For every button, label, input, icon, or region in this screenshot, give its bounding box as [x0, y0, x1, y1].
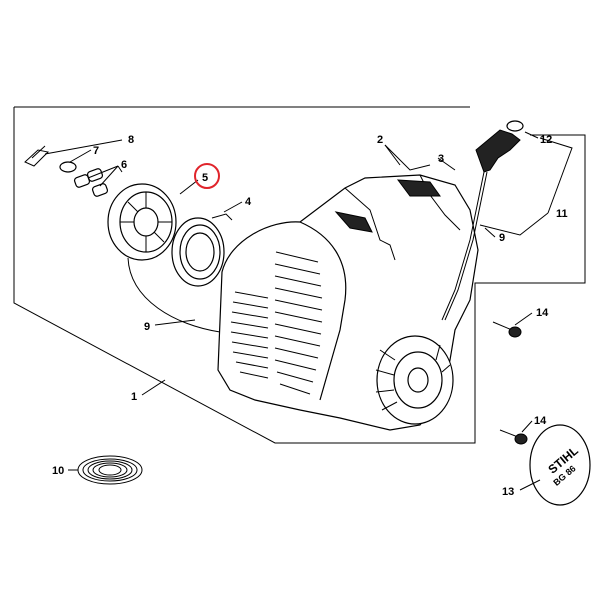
- grip-rope-2: [444, 171, 488, 321]
- label-10: 10: [52, 465, 64, 477]
- screw-part-lower: [499, 429, 528, 445]
- leader-2: [384, 144, 431, 171]
- rope-rotor-part: [107, 183, 177, 261]
- label-14-upper: 14: [536, 307, 549, 319]
- highlight-circle: [194, 163, 220, 189]
- leader-11b: [479, 212, 549, 236]
- housing-vents: [230, 251, 323, 395]
- label-13: 13: [502, 486, 514, 498]
- label-5: 5: [202, 172, 208, 184]
- label-11: 11: [556, 208, 568, 220]
- leader-13: [519, 479, 541, 491]
- leader-11a: [539, 137, 573, 214]
- rewind-spring-part: [77, 455, 143, 485]
- leader-1: [141, 379, 166, 396]
- leader-8: [44, 139, 123, 155]
- leader-6c: [117, 165, 123, 173]
- label-1: 1: [131, 391, 137, 403]
- label-4: 4: [245, 196, 252, 208]
- spring-clip-part: [24, 145, 50, 167]
- leader-12: [524, 131, 539, 139]
- logo-cover-part: STIHL BG 86: [529, 424, 591, 506]
- leader-2b: [384, 144, 401, 166]
- label-9-left: 9: [144, 321, 150, 333]
- label-8: 8: [128, 134, 134, 146]
- label-12: 12: [540, 134, 552, 146]
- leader-4: [223, 201, 243, 213]
- grip-rope: [441, 171, 485, 321]
- leader-14b: [521, 420, 533, 433]
- label-6: 6: [121, 159, 127, 171]
- leader-6b: [99, 165, 119, 187]
- label-9-right: 9: [499, 232, 505, 244]
- leader-3: [437, 157, 456, 171]
- leader-9b: [484, 227, 496, 238]
- leader-7: [69, 149, 92, 163]
- fan-housing-part: [217, 174, 479, 431]
- starter-grip-part: [475, 120, 524, 173]
- assembly-outline: [13, 107, 586, 444]
- label-3: 3: [438, 153, 444, 165]
- leader-9a: [154, 319, 196, 326]
- label-2: 2: [377, 134, 383, 146]
- label-14-lower: 14: [534, 415, 547, 427]
- leader-14a: [514, 312, 533, 326]
- starter-rope: [127, 257, 221, 333]
- spring-housing-part: [171, 213, 233, 287]
- leader-5: [179, 179, 199, 195]
- leader-6a: [87, 165, 119, 179]
- washer-part: [59, 161, 77, 173]
- label-7: 7: [93, 145, 99, 157]
- screw-part-upper: [492, 321, 522, 338]
